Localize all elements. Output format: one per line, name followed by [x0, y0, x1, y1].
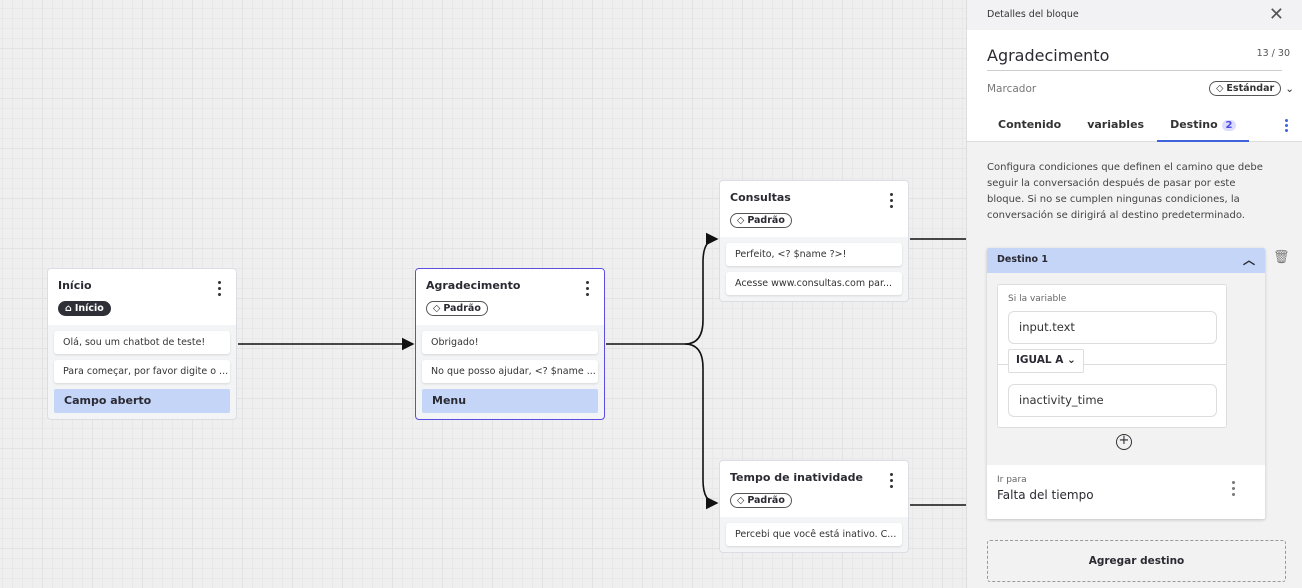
node-tag: ◇Padrão: [730, 493, 792, 508]
node-title: Consultas: [730, 191, 791, 204]
node-inicio[interactable]: Início ⌂Início Olá, sou um chatbot de te…: [47, 268, 237, 420]
message-item[interactable]: Para começar, por favor digite o ...: [54, 360, 230, 383]
action-item[interactable]: Campo aberto: [54, 389, 230, 413]
edge-layer: [238, 232, 966, 510]
more-options-icon[interactable]: [888, 193, 894, 211]
add-condition-icon[interactable]: +: [1116, 434, 1132, 450]
chevron-down-icon: ⌄: [1285, 82, 1294, 95]
block-title-input[interactable]: Agradecimento: [987, 30, 1282, 71]
close-icon[interactable]: ✕: [1268, 4, 1284, 25]
divider: [998, 364, 1226, 365]
more-options-icon[interactable]: [1285, 119, 1288, 134]
tab-badge: 2: [1221, 120, 1237, 131]
node-tag: ◇Padrão: [426, 301, 488, 316]
node-tag: ⌂Início: [58, 301, 111, 316]
condition-box: Si la variable input.text IGUAL A ⌄ inac…: [997, 284, 1227, 428]
tag-icon: ◇: [737, 215, 745, 226]
goto-label: Ir para: [997, 475, 1027, 485]
more-options-icon[interactable]: [888, 473, 894, 491]
tag-label: Padrão: [747, 495, 785, 506]
edge-agradecimento-tempo: [684, 343, 719, 510]
node-title: Início: [58, 279, 92, 292]
more-options-icon[interactable]: [216, 281, 222, 299]
message-item[interactable]: Obrigado!: [422, 331, 598, 354]
tag-label: Início: [74, 303, 104, 314]
chevron-up-icon[interactable]: ︿: [1242, 253, 1255, 267]
goto-field[interactable]: Ir para Falta del tiempo: [987, 465, 1265, 519]
tab-destino[interactable]: Destino 2: [1157, 112, 1250, 142]
node-title: Agradecimento: [426, 279, 521, 292]
chevron-down-icon: ⌄: [1066, 354, 1076, 366]
value-input[interactable]: inactivity_time: [1008, 384, 1217, 417]
message-item[interactable]: Acesse www.consultas.com par...: [726, 272, 902, 295]
goto-value: Falta del tiempo: [997, 488, 1094, 502]
tag-icon: ◇: [737, 495, 745, 506]
tag-label: Padrão: [747, 215, 785, 226]
message-item[interactable]: Percebi que você está inativo. C...: [726, 523, 902, 546]
tab-label: Destino: [1170, 118, 1218, 131]
operator-value: IGUAL A: [1016, 354, 1064, 366]
node-consultas[interactable]: Consultas ◇Padrão Perfeito, <? $name ?>!…: [719, 180, 909, 302]
tag-label: Padrão: [443, 303, 481, 314]
message-item[interactable]: Olá, sou um chatbot de teste!: [54, 331, 230, 354]
tab-variables[interactable]: variables: [1087, 118, 1145, 131]
more-options-icon[interactable]: [584, 281, 590, 299]
node-title: Tempo de inatividade: [730, 471, 864, 484]
variable-input[interactable]: input.text: [1008, 311, 1217, 344]
node-tag: ◇Padrão: [730, 213, 792, 228]
destino-header[interactable]: Destino 1 ︿: [987, 248, 1265, 273]
operator-select[interactable]: IGUAL A ⌄: [1008, 349, 1084, 373]
marker-value: Estándar: [1226, 83, 1275, 94]
block-details-panel: Detalles del bloque ✕ Agradecimento 13 / …: [966, 0, 1302, 588]
tab-contenido[interactable]: Contenido: [998, 118, 1062, 131]
destino-card: Destino 1 ︿ Si la variable input.text IGU…: [987, 248, 1265, 519]
home-icon: ⌂: [65, 303, 72, 314]
message-item[interactable]: Perfeito, <? $name ?>!: [726, 243, 902, 266]
description: Configura condiciones que definen el cam…: [987, 162, 1263, 221]
node-tempo-de-inatividade[interactable]: Tempo de inatividade ◇Padrão Percebi que…: [719, 460, 909, 553]
marker-label: Marcador: [987, 82, 1037, 95]
panel-header: Detalles del bloque: [987, 9, 1079, 20]
edge-agradecimento-consultas: [606, 232, 719, 345]
more-options-icon[interactable]: [1232, 481, 1235, 499]
marker-select[interactable]: ◇Estándar ⌄: [1209, 81, 1294, 96]
message-item[interactable]: No que posso ajudar, <? $name ...: [422, 360, 598, 383]
tag-icon: ◇: [1216, 83, 1224, 94]
char-count: 13 / 30: [1256, 48, 1290, 59]
action-item[interactable]: Menu: [422, 389, 598, 413]
node-agradecimento[interactable]: Agradecimento ◇Padrão Obrigado! No que p…: [415, 268, 605, 420]
variable-label: Si la variable: [1008, 294, 1067, 304]
tag-icon: ◇: [433, 303, 441, 314]
destino-title: Destino 1: [997, 254, 1048, 265]
add-destino-button[interactable]: Agregar destino: [987, 540, 1286, 582]
trash-icon[interactable]: 🗑: [1273, 250, 1290, 265]
